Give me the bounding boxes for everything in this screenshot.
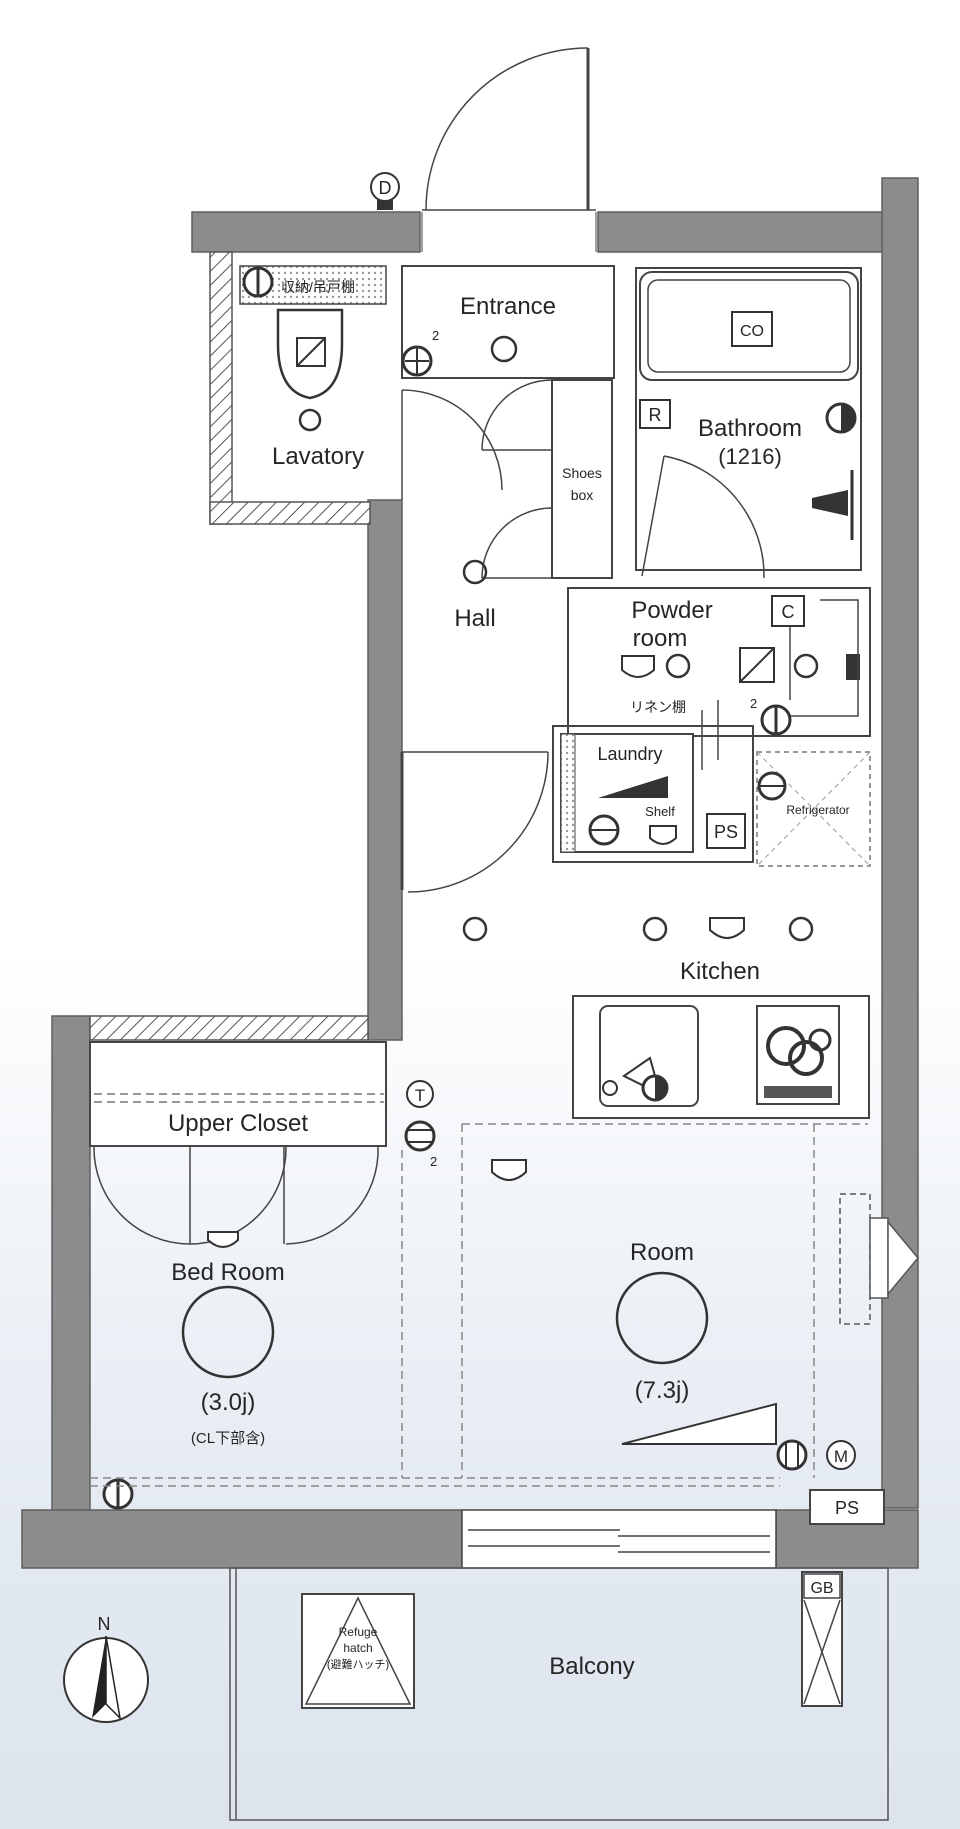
- refuge-hatch-label-1: Refuge: [339, 1625, 378, 1639]
- door-chime-label: D: [379, 178, 392, 198]
- switch-count: 2: [432, 328, 439, 343]
- outlet-icon: [621, 655, 655, 678]
- outlet-icon: [491, 1159, 527, 1181]
- entrance-label: Entrance: [460, 293, 556, 320]
- outlet-icon: [649, 825, 677, 845]
- ceiling-light-icon: [642, 916, 668, 942]
- hall-label: Hall: [454, 605, 495, 632]
- light-switch-icon: [404, 1120, 436, 1152]
- pipe-space-label: PS: [835, 1498, 859, 1518]
- balcony-label: Balcony: [549, 1653, 634, 1680]
- powder-room-box: [567, 587, 871, 737]
- upper-closet-label: Upper Closet: [168, 1110, 308, 1137]
- pipe-space-laundry: [706, 813, 746, 849]
- sink-icon: [599, 1005, 699, 1107]
- bed-room-ceiling-light-icon: [181, 1285, 275, 1379]
- bathroom-door: [641, 455, 765, 579]
- lavatory-wall-hatch: [209, 251, 233, 525]
- bathroom-label: Bathroom: [698, 415, 802, 442]
- multimedia-outlet-icon: [826, 1440, 856, 1470]
- intercom-icon: [406, 1080, 434, 1108]
- light-switch-icon: [776, 1439, 808, 1471]
- room-ceiling-light-icon: [615, 1271, 709, 1365]
- ceiling-light-icon: [793, 653, 819, 679]
- controller-label: C: [782, 602, 795, 622]
- ceiling-light-icon: [298, 408, 322, 432]
- refrigerator-space: [756, 751, 871, 867]
- kitchen-label: Kitchen: [680, 958, 760, 985]
- ceiling-light-icon: [462, 559, 488, 585]
- switch-count: 2: [430, 1154, 437, 1169]
- gas-meter-label: GB: [810, 1580, 833, 1597]
- closet-wall-hatch: [89, 1015, 369, 1041]
- refuge-hatch-label-3: (避難ハッチ): [327, 1657, 389, 1671]
- outlet-icon: [709, 917, 745, 939]
- side-window: [839, 1193, 919, 1325]
- hall-doors: [481, 379, 553, 579]
- ceiling-light-icon: [462, 916, 488, 942]
- balcony-box: [229, 1567, 889, 1821]
- fan-icon: [846, 654, 860, 680]
- ceiling-light-icon: [665, 653, 691, 679]
- compass-north-label: N: [98, 1614, 111, 1634]
- multimedia-label: M: [834, 1447, 848, 1466]
- cooktop-sign: [731, 311, 773, 347]
- bathroom-size: (1216): [718, 444, 782, 469]
- shower-head-icon: [812, 490, 848, 516]
- partition-lines: [90, 1123, 868, 1487]
- ceiling-light-icon: [788, 916, 814, 942]
- remote-label: R: [649, 405, 662, 425]
- controller-icon: [771, 595, 805, 627]
- kitchen-door: [400, 751, 549, 893]
- laundry-box: [552, 725, 754, 863]
- remote-control-icon: [639, 399, 671, 429]
- pipe-space-room: [809, 1489, 885, 1525]
- balcony-window: [461, 1509, 777, 1569]
- room-size: (7.3j): [635, 1377, 690, 1404]
- shoes-box-label-2: box: [571, 487, 594, 503]
- bed-room-size: (3.0j): [201, 1389, 256, 1416]
- closet-doors: [93, 1145, 379, 1245]
- linen-shelf-label: リネン棚: [630, 699, 686, 715]
- outlet-icon: [207, 1231, 239, 1248]
- bed-room-note: (CL下部含): [191, 1430, 265, 1447]
- refuge-hatch-label-2: hatch: [343, 1641, 372, 1655]
- gas-meter-box: GB: [801, 1571, 843, 1707]
- lavatory-label: Lavatory: [272, 443, 364, 470]
- washer-pan-icon: [598, 776, 668, 798]
- walls: [21, 177, 919, 1569]
- lavatory-shelf-label: 収納/吊戸棚: [281, 279, 355, 295]
- air-conditioner-icon: [621, 1402, 777, 1445]
- switch-count: 2: [750, 696, 757, 711]
- shelf-label: Shelf: [645, 804, 675, 819]
- lavatory-floor-hatch: [209, 501, 371, 525]
- bath-co-label: CO: [740, 323, 764, 340]
- lavatory-door: [401, 389, 503, 500]
- ceiling-light-icon: [490, 335, 518, 363]
- powder-room-label-2: room: [633, 625, 688, 652]
- compass-icon: N: [63, 1614, 149, 1723]
- door-chime-base: [377, 200, 393, 210]
- entrance-box: [401, 265, 615, 379]
- bathroom-box: [635, 267, 862, 571]
- laundry-label: Laundry: [597, 744, 662, 764]
- powder-room-label-1: Powder: [631, 597, 712, 624]
- room-label: Room: [630, 1239, 694, 1266]
- intercom-label: T: [415, 1086, 425, 1105]
- laundry-door: [701, 700, 719, 770]
- refrigerator-label: Refrigerator: [786, 803, 849, 817]
- refuge-hatch: Refuge hatch (避難ハッチ): [301, 1593, 415, 1709]
- pipe-space-label: PS: [714, 822, 738, 842]
- entrance-door: [421, 47, 597, 252]
- shoes-box-label-1: Shoes: [562, 465, 602, 481]
- shoes-box: [551, 379, 613, 579]
- bed-room-label: Bed Room: [171, 1259, 284, 1286]
